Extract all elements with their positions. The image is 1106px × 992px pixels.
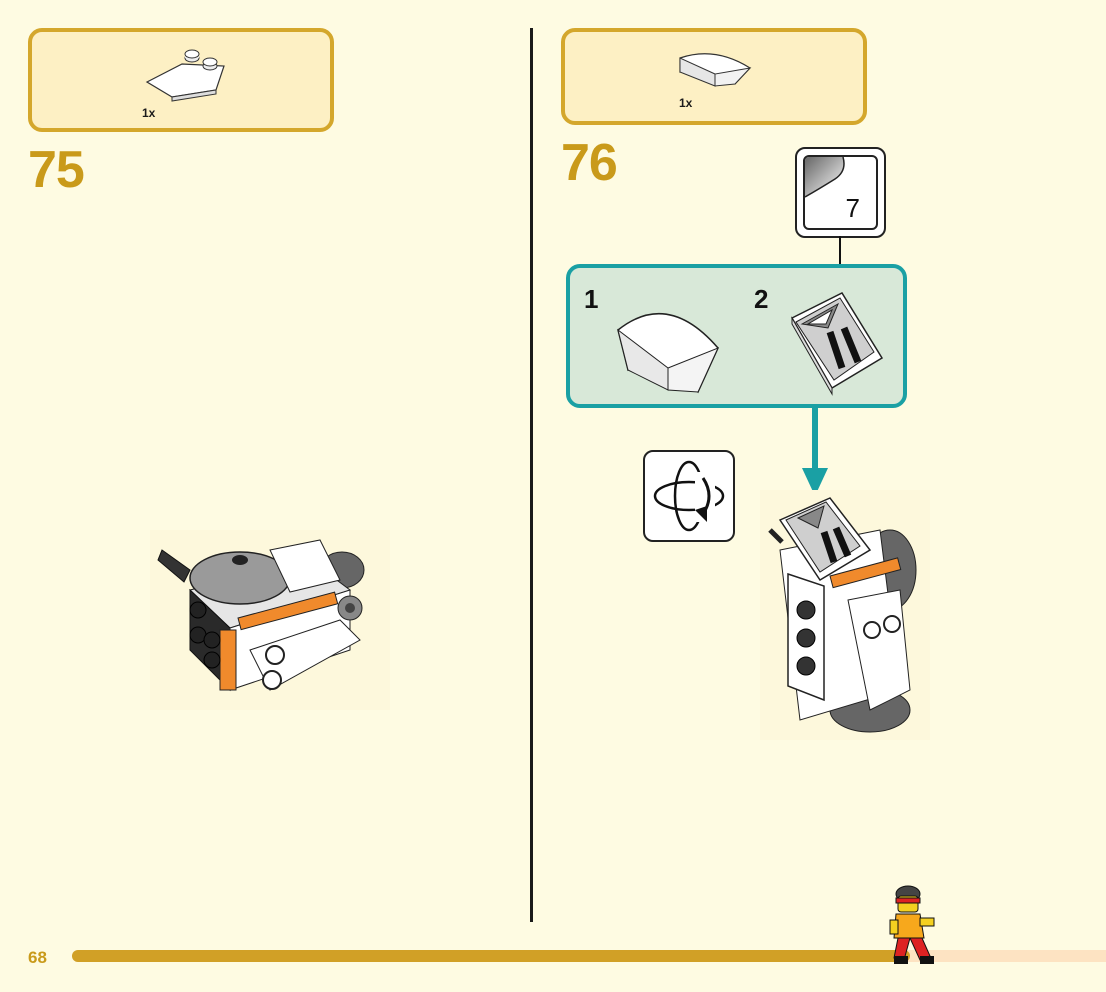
stickered-slope-piece xyxy=(790,292,884,396)
curved-slope-part-icon xyxy=(679,53,752,87)
sticker-icon: 7 xyxy=(803,155,878,230)
wedge-plate-part-icon xyxy=(145,49,225,102)
sticker-number: 7 xyxy=(845,193,860,223)
part-quantity: 1x xyxy=(679,96,693,110)
build-progress-bar xyxy=(72,950,1106,962)
part-quantity: 1x xyxy=(142,106,156,120)
curved-slope-piece xyxy=(617,312,719,394)
step-number: 76 xyxy=(561,134,618,192)
step-76-model-illustration xyxy=(760,490,930,740)
substep-number: 1 xyxy=(584,284,599,314)
page-number: 68 xyxy=(28,948,47,967)
sub-assembly-callout: 1 2 xyxy=(566,264,907,408)
step-75-parts-list: 1x xyxy=(28,28,334,132)
substep-number: 2 xyxy=(754,284,769,314)
minifigure-mascot-icon xyxy=(889,885,935,964)
step-75-model-illustration xyxy=(150,530,390,710)
sticker-reference: 7 xyxy=(795,147,886,238)
placement-arrow xyxy=(802,408,828,496)
rotate-model-icon xyxy=(643,450,735,542)
step-76-parts-list: 1x xyxy=(561,28,867,125)
step-divider xyxy=(530,28,533,922)
build-progress-fill xyxy=(72,950,910,962)
step-number: 75 xyxy=(28,141,85,199)
